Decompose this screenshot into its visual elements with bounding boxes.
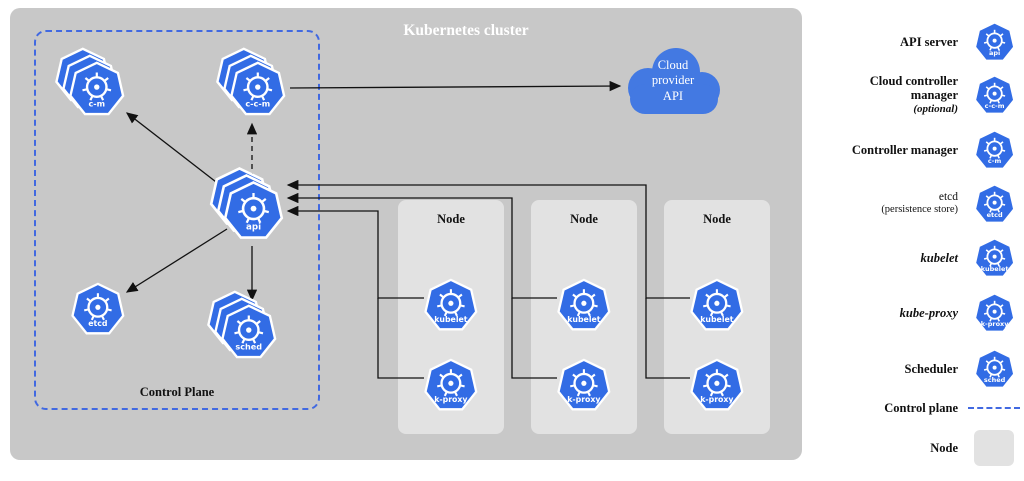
legend-name: Scheduler	[904, 361, 958, 376]
svg-text:k-proxy: k-proxy	[434, 395, 467, 404]
svg-text:k-proxy: k-proxy	[700, 395, 733, 404]
legend-text: Control plane	[830, 401, 968, 415]
legend-name: Control plane	[884, 400, 958, 415]
legend-text: Controller manager	[830, 143, 968, 157]
cloud-provider-api: Cloud provider API	[624, 46, 722, 118]
legend-name: kube-proxy	[899, 305, 958, 320]
legend-row-scheduler: Scheduler sched	[830, 347, 1020, 391]
svg-text:sched: sched	[236, 342, 263, 352]
legend-text: kubelet	[830, 251, 968, 265]
svg-text:c-c-m: c-c-m	[984, 102, 1004, 110]
legend: API server api Cloud controller manager …	[830, 0, 1020, 481]
node-label: Node	[703, 212, 731, 226]
legend-text: API server	[830, 35, 968, 49]
kube-proxy-legend-icon: k-proxy	[969, 288, 1020, 339]
node-label: Node	[570, 212, 598, 226]
legend-row-kubelet: kubelet kubelet	[830, 236, 1020, 280]
legend-icon-cell: api	[968, 17, 1020, 68]
legend-text: Node	[830, 441, 968, 455]
legend-subtext: (optional)	[913, 102, 958, 115]
legend-icon-cell: kubelet	[968, 233, 1020, 284]
legend-row-node: Node	[830, 428, 1020, 468]
svg-text:c-m: c-m	[89, 99, 106, 109]
svg-text:kubelet: kubelet	[700, 315, 734, 324]
legend-text: Scheduler	[830, 362, 968, 376]
cloud-controller-manager-legend-icon: c-c-m	[969, 70, 1020, 121]
api-server-legend-icon: api	[969, 17, 1020, 68]
legend-name: Cloud controller manager	[869, 74, 958, 103]
cluster-box: Kubernetes cluster Control Plane Node ku…	[10, 8, 802, 460]
legend-row-controller-manager: Controller manager c-m	[830, 128, 1020, 172]
legend-icon-cell	[968, 407, 1020, 409]
cloud-provider-api-label: Cloud provider API	[651, 58, 695, 103]
legend-name: etcd	[938, 191, 958, 204]
controller-manager-legend-icon: c-m	[969, 125, 1020, 176]
legend-icon-cell: etcd	[968, 179, 1020, 230]
cloud-icon	[628, 48, 720, 114]
node-box-1: Node kubelet k-proxy	[398, 200, 504, 434]
legend-subtext: (persistence store)	[881, 204, 958, 216]
scheduler-legend-icon: sched	[969, 344, 1020, 395]
svg-text:c-c-m: c-c-m	[246, 99, 271, 109]
legend-icon-cell: c-m	[968, 125, 1020, 176]
legend-text: kube-proxy	[830, 306, 968, 320]
control-plane-dash-sample	[968, 407, 1020, 409]
svg-text:kubelet: kubelet	[567, 315, 601, 324]
svg-text:c-m: c-m	[987, 157, 1001, 165]
legend-text: etcd (persistence store)	[830, 191, 968, 217]
svg-text:k-proxy: k-proxy	[980, 320, 1009, 328]
legend-icon-cell: sched	[968, 344, 1020, 395]
svg-text:etcd: etcd	[88, 319, 107, 328]
legend-name: Node	[930, 440, 958, 455]
etcd-legend-icon: etcd	[969, 179, 1020, 230]
legend-text: Cloud controller manager (optional)	[830, 74, 968, 116]
svg-text:api: api	[988, 49, 999, 57]
legend-name: kubelet	[920, 250, 959, 265]
kubelet-legend-icon: kubelet	[969, 233, 1020, 284]
legend-name: Controller manager	[851, 142, 958, 157]
legend-row-control-plane: Control plane	[830, 396, 1020, 420]
svg-text:sched: sched	[983, 376, 1005, 384]
legend-icon-cell: c-c-m	[968, 70, 1020, 121]
legend-row-kube-proxy: kube-proxy k-proxy	[830, 291, 1020, 335]
legend-icon-cell	[968, 430, 1020, 466]
legend-row-api-server: API server api	[830, 20, 1020, 64]
svg-text:k-proxy: k-proxy	[567, 395, 600, 404]
control-plane-label: Control Plane	[139, 385, 215, 399]
node-label: Node	[437, 212, 465, 226]
legend-row-cloud-controller-manager: Cloud controller manager (optional) c-c-…	[830, 64, 1020, 126]
svg-text:kubelet: kubelet	[980, 265, 1008, 273]
legend-row-etcd: etcd (persistence store) etcd	[830, 180, 1020, 228]
legend-name: API server	[900, 34, 958, 49]
svg-text:kubelet: kubelet	[434, 315, 468, 324]
node-box-2: Node kubelet k-proxy	[531, 200, 637, 434]
node-box-3: Node kubelet k-proxy	[664, 200, 770, 434]
cluster-title: Kubernetes cluster	[403, 22, 529, 39]
svg-text:etcd: etcd	[986, 211, 1002, 219]
svg-text:api: api	[246, 223, 261, 233]
legend-icon-cell: k-proxy	[968, 288, 1020, 339]
node-box-sample	[974, 430, 1014, 466]
